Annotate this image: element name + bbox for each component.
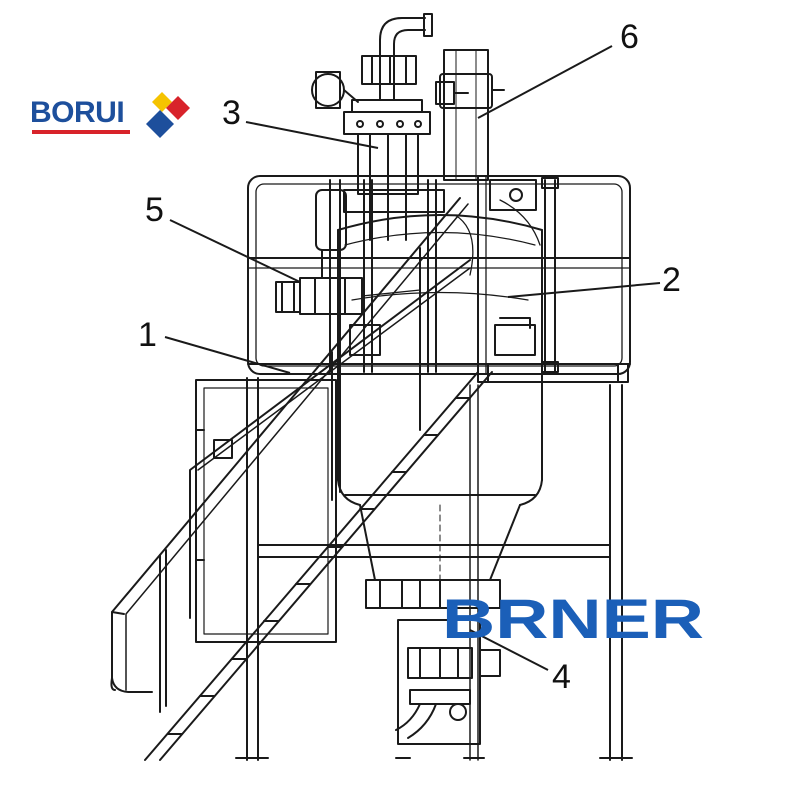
leader-6 <box>477 45 613 119</box>
staircase <box>110 197 493 761</box>
borui-diamond-icon <box>146 92 190 138</box>
callout-3: 3 <box>222 94 241 132</box>
leader-2 <box>507 282 661 298</box>
callout-4: 4 <box>552 658 571 696</box>
borui-logo-text: BORUI <box>30 96 125 129</box>
brner-logo: BRNER <box>442 590 704 650</box>
callout-1: 1 <box>138 316 157 354</box>
callout-6: 6 <box>620 18 639 56</box>
callout-5: 5 <box>145 191 164 229</box>
brner-logo-text: BRNER <box>442 590 704 650</box>
bottom-discharge <box>365 579 501 745</box>
support-legs <box>235 377 633 761</box>
filter-housing <box>311 13 469 241</box>
vessel <box>337 199 543 581</box>
callout-2: 2 <box>662 261 681 299</box>
leader-1 <box>164 336 291 374</box>
leader-4 <box>469 629 549 671</box>
borui-logo: BORUI <box>30 88 210 138</box>
leader-lines <box>164 45 661 671</box>
leader-3 <box>245 121 379 149</box>
cross-frame <box>257 544 611 558</box>
leader-5 <box>169 219 301 283</box>
vent-column <box>439 49 537 211</box>
borui-logo-underline <box>32 130 130 134</box>
side-valve <box>275 189 421 315</box>
